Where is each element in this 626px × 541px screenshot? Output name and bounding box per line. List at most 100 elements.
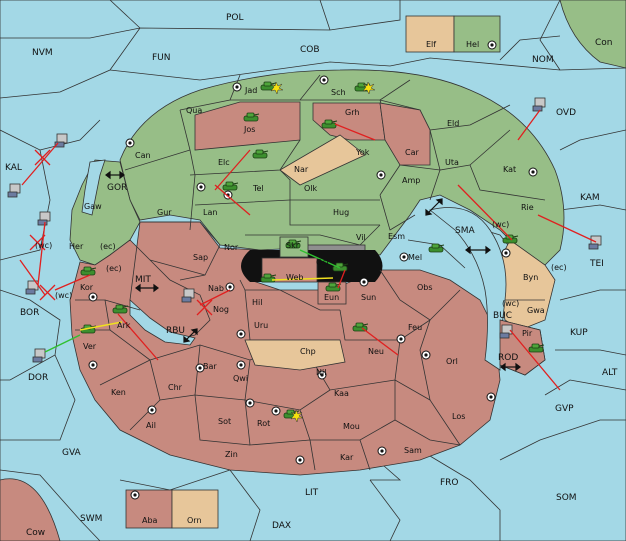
coast-tag: (wc) <box>55 291 72 300</box>
label-nog: Nog <box>213 305 229 314</box>
label-tei: TEI <box>589 259 604 269</box>
label-fun: FUN <box>152 53 171 63</box>
supply-center-icon <box>88 360 98 370</box>
label-tel: Tel <box>252 184 264 193</box>
label-buc: BUC <box>493 311 512 321</box>
label-ail: Ail <box>146 421 156 430</box>
region-elf[interactable] <box>405 15 455 53</box>
orders <box>19 109 597 391</box>
label-hel: Hel <box>466 40 479 49</box>
supply-center-icon <box>130 490 140 500</box>
supply-center-icon <box>225 282 235 292</box>
label-car: Car <box>405 148 419 157</box>
supply-center-icon <box>528 167 538 177</box>
label-swm: SWM <box>80 514 102 524</box>
label-nil: Nil <box>316 368 326 377</box>
label-hil: Hil <box>252 298 262 307</box>
label-elc: Elc <box>218 158 230 167</box>
label-jad: Jad <box>244 86 257 95</box>
label-yok: Yok <box>355 148 370 157</box>
coast-tag: (wc) <box>492 220 509 229</box>
supply-center-icon <box>271 406 281 416</box>
label-grh: Grh <box>345 108 359 117</box>
label-lan: Lan <box>203 208 217 217</box>
label-obs: Obs <box>417 283 433 292</box>
label-rie: Rie <box>521 203 534 212</box>
supply-center-icon <box>88 292 98 302</box>
coast-tag: (ec) <box>551 263 567 272</box>
supply-center-icon <box>396 334 406 344</box>
label-eld: Eld <box>447 119 459 128</box>
sea-gor-channel <box>81 159 106 216</box>
supply-center-icon <box>236 360 246 370</box>
label-ken: Ken <box>111 388 126 397</box>
label-kal: KAL <box>5 163 22 173</box>
region-nar[interactable] <box>279 134 366 186</box>
label-zin: Zin <box>225 450 238 459</box>
label-bar: Bar <box>203 362 217 371</box>
label-kat: Kat <box>503 165 516 174</box>
label-byn: Byn <box>523 273 538 282</box>
label-orn: Orn <box>187 516 202 525</box>
supply-center-icon <box>236 329 246 339</box>
label-kam: KAM <box>580 193 600 203</box>
supply-center-icon <box>377 446 387 456</box>
supply-center-icon <box>376 170 386 180</box>
label-fro: FRO <box>440 478 459 488</box>
region-car[interactable] <box>379 102 431 166</box>
label-kar: Kar <box>340 453 354 462</box>
supply-center-icon <box>317 370 327 380</box>
supply-center-icon <box>232 82 242 92</box>
coast-tag: (wc) <box>502 299 519 308</box>
label-amp: Amp <box>402 176 420 185</box>
label-aba: Aba <box>142 516 158 525</box>
region-jos[interactable] <box>194 101 301 151</box>
label-dor: DOR <box>28 373 48 383</box>
label-elf: Elf <box>426 40 436 49</box>
label-sun: Sun <box>361 293 376 302</box>
supply-center-icon <box>195 363 205 373</box>
label-neu: Neu <box>368 347 384 356</box>
label-alt: ALT <box>602 368 618 378</box>
label-mou: Mou <box>343 422 360 431</box>
region-orn[interactable] <box>171 489 219 529</box>
label-gva: GVA <box>62 448 82 458</box>
supply-center-icon <box>486 392 496 402</box>
coast-tag: (wc) <box>35 241 52 250</box>
coast-tag: (ec) <box>100 242 116 251</box>
label-nvm: NVM <box>32 48 53 58</box>
label-nor: Nor <box>224 243 239 252</box>
label-kaa: Kaa <box>334 389 349 398</box>
label-eun: Eun <box>324 293 339 302</box>
label-uru: Uru <box>254 321 268 330</box>
label-orl: Orl <box>446 357 458 366</box>
label-lit: LIT <box>305 488 319 498</box>
label-ost: Ost <box>316 258 330 267</box>
label-mel: Mel <box>408 253 422 262</box>
label-sam: Sam <box>404 446 422 455</box>
label-sot: Sot <box>218 417 231 426</box>
label-ovd: OVD <box>556 108 576 118</box>
label-kup: KUP <box>570 328 588 338</box>
supply-center-icon <box>125 138 135 148</box>
label-cow: Cow <box>26 528 45 538</box>
label-qua: Qua <box>186 106 202 115</box>
supply-center-icon <box>295 455 305 465</box>
label-rot: Rot <box>257 419 270 428</box>
label-con: Con <box>595 38 613 48</box>
supply-center-icon <box>501 248 511 258</box>
region-chp[interactable] <box>244 339 346 371</box>
label-ver: Ver <box>83 342 97 351</box>
label-vil: Vil <box>356 233 366 242</box>
label-ark: Ark <box>117 321 131 330</box>
label-chp: Chp <box>300 347 316 356</box>
label-can: Can <box>135 151 151 160</box>
label-nab: Nab <box>208 284 224 293</box>
coast-tags: (wc) (wc) (ec) (ec) (wc) (ec) (wc) <box>35 220 567 308</box>
label-qwi: Qwi <box>233 374 248 383</box>
label-los: Los <box>452 412 465 421</box>
coast-tag: (ec) <box>106 264 122 273</box>
region-con[interactable] <box>559 0 626 69</box>
label-nom: NOM <box>532 55 554 65</box>
label-pol: POL <box>226 13 244 23</box>
